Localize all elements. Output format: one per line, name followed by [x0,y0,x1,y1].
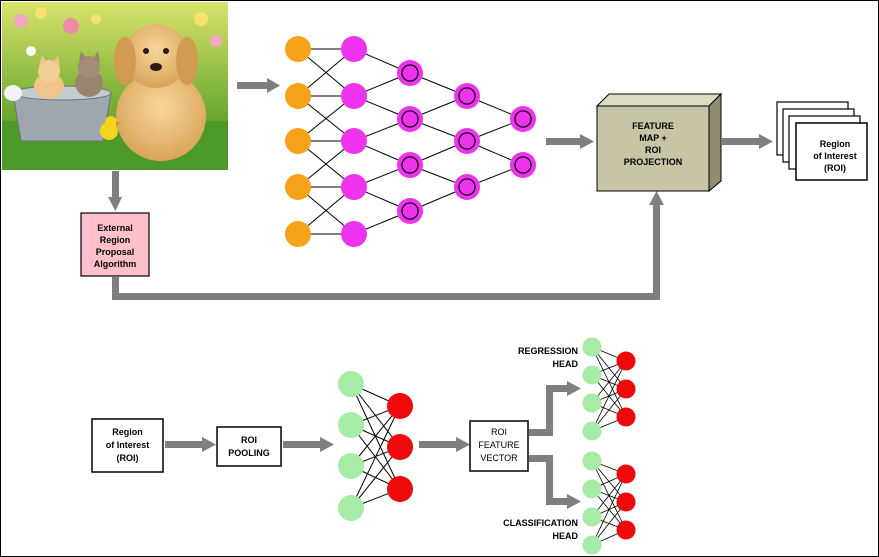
regression-input-neuron [582,337,602,357]
network-edge [350,446,401,509]
network-edge [591,360,627,432]
fc-output-neuron [387,476,413,502]
roi-feature-vector-label-1: ROI [491,427,507,437]
regression-head-label-2: HEAD [552,359,578,369]
classification-input-neuron [582,479,602,499]
fc-output-neuron [387,434,413,460]
regression-input-neuron [582,365,602,385]
classification-output-neuron [616,464,636,484]
classification-head-network [582,451,636,555]
regression-head-network [582,337,636,441]
feature-map-label-3: ROI [645,145,661,155]
regression-input-neuron [582,421,602,441]
conv-neuron [397,198,423,224]
classification-input-neuron [582,451,602,471]
feature-map-box: FEATURE MAP + ROI PROJECTION [595,92,723,193]
roi-input-label-1: Region [112,427,143,437]
roi-stack-label-3: (ROI) [824,163,846,173]
regression-output-neuron [616,379,636,399]
regression-input-neuron [582,393,602,413]
feature-map-label-4: PROJECTION [624,157,683,167]
conv-neuron [454,174,480,200]
arrows [108,78,773,509]
hidden-neuron [341,36,367,62]
network-edge [591,473,627,546]
network-edge [350,405,401,509]
classification-input-neuron [582,535,602,555]
conv-neuron [454,83,480,109]
roi-stack-label-1: Region [820,139,851,149]
input-photo [2,2,228,170]
hidden-neuron [341,128,367,154]
hidden-neuron [341,221,367,247]
conv-neuron [510,106,536,132]
fc-input-neuron [338,412,364,438]
fc-input-neuron [338,495,364,521]
input-neuron [285,174,311,200]
fc-network [338,371,413,521]
roi-feature-vector-box: ROI FEATURE VECTOR [469,420,529,472]
external-region-proposal-box: External Region Proposal Algorithm [80,212,150,277]
external-region-label-3: Proposal [96,247,135,257]
roi-pooling-label-1: ROI [241,435,257,445]
hidden-neuron [341,174,367,200]
hidden-neuron [341,83,367,109]
classification-output-neuron [616,492,636,512]
conv-neuron-ring [401,202,419,220]
conv-neuron-ring [401,64,419,82]
input-neuron [285,221,311,247]
conv-neuron-ring [514,156,532,174]
backbone-network [285,36,536,247]
roi-feature-vector-label-2: FEATURE [478,440,519,450]
input-neuron [285,36,311,62]
roi-pooling-box: ROI POOLING [216,426,282,467]
conv-neuron-ring [458,178,476,196]
conv-neuron [397,60,423,86]
fc-input-neuron [338,453,364,479]
conv-neuron [397,152,423,178]
roi-pooling-label-2: POOLING [228,448,270,458]
classification-head-label-1: CLASSIFICATION [503,518,578,528]
external-region-label-4: Algorithm [94,259,137,269]
conv-neuron [510,152,536,178]
input-neuron [285,83,311,109]
fc-output-neuron [387,393,413,419]
conv-neuron-ring [401,110,419,128]
roi-feature-vector-label-3: VECTOR [480,453,518,463]
roi-stack-label-2: of Interest [813,151,857,161]
conv-neuron-ring [401,156,419,174]
conv-neuron [397,106,423,132]
feature-map-label-1: FEATURE [632,121,674,131]
classification-input-neuron [582,507,602,527]
roi-stack: Region of Interest (ROI) [776,101,868,181]
external-region-label-1: External [97,223,133,233]
roi-input-label-3: (ROI) [117,453,139,463]
conv-neuron-ring [458,87,476,105]
conv-neuron-ring [514,110,532,128]
regression-head-label-1: REGRESSION [518,346,578,356]
fc-input-neuron [338,371,364,397]
input-neuron [285,128,311,154]
feature-map-label-2: MAP + [639,133,667,143]
classification-head-label-2: HEAD [552,531,578,541]
regression-output-neuron [616,407,636,427]
roi-input-box: Region of Interest (ROI) [91,418,164,473]
roi-input-label-2: of Interest [106,440,150,450]
conv-neuron-ring [458,132,476,150]
classification-output-neuron [616,520,636,540]
conv-neuron [454,128,480,154]
regression-output-neuron [616,351,636,371]
external-region-label-2: Region [100,235,131,245]
